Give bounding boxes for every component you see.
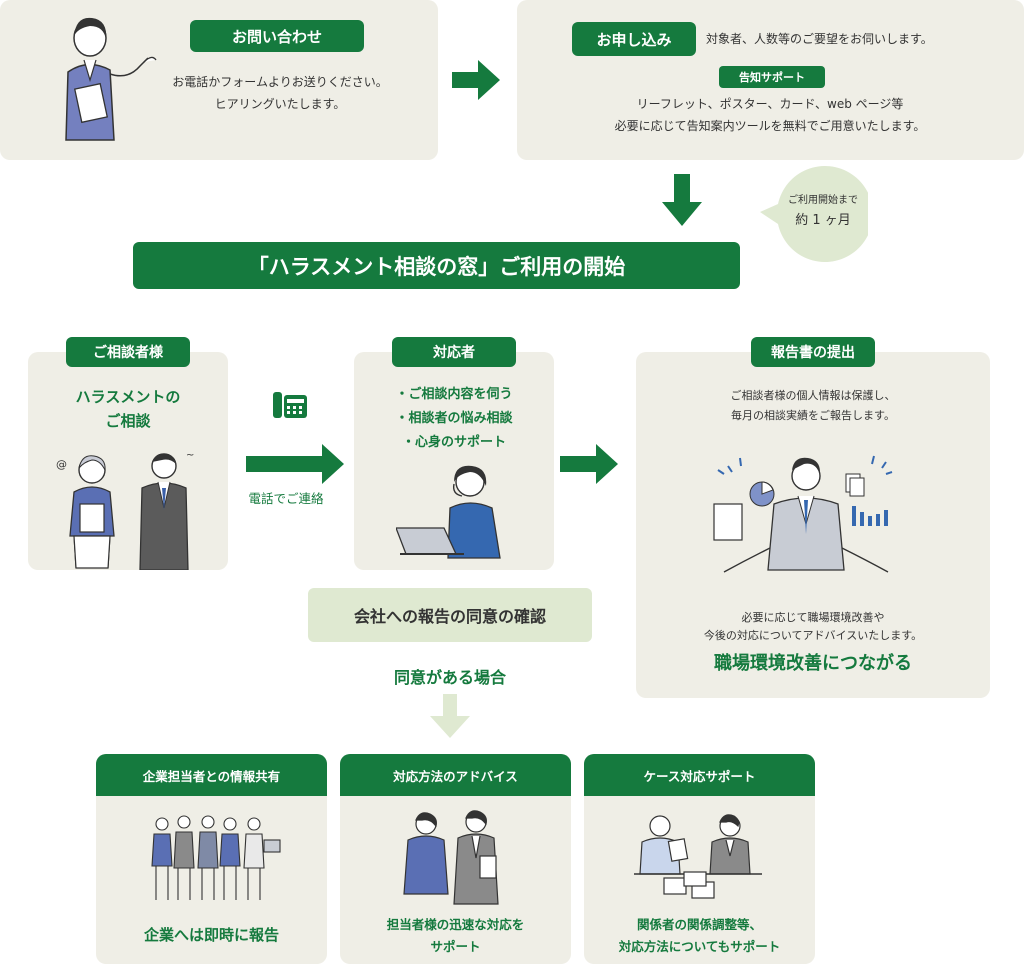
meeting-illustration <box>634 814 762 899</box>
lead-time-text-1: ご利用開始まで <box>788 195 858 206</box>
arrow-down-icon <box>430 694 470 738</box>
inquiry-text-1: お電話かフォームよりお送りください。 <box>172 75 388 89</box>
inquiry-text-2: ヒアリングいたします。 <box>214 97 346 111</box>
lead-time-bubble <box>760 166 868 262</box>
responder-tag: 対応者 <box>392 337 516 367</box>
outcome-card-text: 関係者の関係調整等、 <box>636 917 762 932</box>
worried-people-illustration: @ ~ <box>56 450 194 570</box>
outcome-card-header: 対応方法のアドバイス <box>340 754 571 796</box>
outcome-card-text: 対応方法についてもサポート <box>618 939 781 954</box>
consent-confirmation-box: 会社への報告の同意の確認 <box>308 588 592 642</box>
arrow-right-icon <box>452 60 500 100</box>
application-note: 対象者、人数等のご要望をお伺いします。 <box>706 32 933 46</box>
consultant-text-2: ご相談 <box>105 412 151 430</box>
svg-text:@: @ <box>56 458 67 471</box>
start-banner: 「ハラスメント相談の窓」ご利用の開始 <box>133 242 740 289</box>
notice-support-tag: 告知サポート <box>719 66 825 88</box>
outcome-card-header: 企業担当者との情報共有 <box>96 754 327 796</box>
outcome-card-text: 企業へは即時に報告 <box>143 926 279 944</box>
report-text-4: 今後の対応についてアドバイスいたします。 <box>703 629 923 642</box>
outcome-card-advice: 対応方法のアドバイス <box>340 754 571 964</box>
operator-with-laptop-illustration <box>396 465 501 559</box>
arrow-down-icon <box>662 174 702 226</box>
report-text-3: 必要に応じて職場環境改善や <box>741 611 885 624</box>
report-text-1: ご相談者様の個人情報は保護し、 <box>730 389 896 402</box>
arrow-right-icon <box>560 444 618 484</box>
responder-item: ・相談者の悩み相談 <box>395 411 513 426</box>
managers-illustration <box>403 810 499 905</box>
responder-item: ・ご相談内容を伺う <box>395 387 513 402</box>
report-tag: 報告書の提出 <box>751 337 875 367</box>
arrow-right-icon <box>246 444 344 484</box>
presenter-with-charts-illustration <box>713 455 893 573</box>
notice-support-text-2: 必要に応じて告知案内ツールを無料でご用意いたします。 <box>614 119 926 133</box>
consent-condition-label: 同意がある場合 <box>393 668 506 687</box>
notice-support-text-1: リーフレット、ポスター、カード、web ページ等 <box>636 97 904 111</box>
application-tag: お申し込み <box>572 22 696 56</box>
inquiry-tag: お問い合わせ <box>190 20 364 52</box>
svg-text:~: ~ <box>186 450 194 461</box>
outcome-card-header: ケース対応サポート <box>584 754 815 796</box>
lead-time-text-2: 約 1 ヶ月 <box>795 213 851 228</box>
woman-with-clipboard-illustration <box>65 17 157 141</box>
outcome-card-text: サポート <box>430 939 481 954</box>
staff-group-illustration <box>151 815 281 900</box>
consultant-tag: ご相談者様 <box>66 337 190 367</box>
consultant-panel <box>28 352 228 570</box>
workplace-improvement-highlight: 職場環境改善につながる <box>714 653 912 674</box>
phone-contact-label: 電話でご連絡 <box>248 491 324 506</box>
consultant-text-1: ハラスメントの <box>75 388 181 406</box>
outcome-card-text: 担当者様の迅速な対応を <box>386 917 525 932</box>
responder-item: ・心身のサポート <box>401 435 506 450</box>
report-text-2: 毎月の相談実績をご報告します。 <box>731 409 895 422</box>
fax-phone-icon <box>273 392 307 418</box>
outcome-card-case-support: ケース対応サポート <box>584 754 815 964</box>
